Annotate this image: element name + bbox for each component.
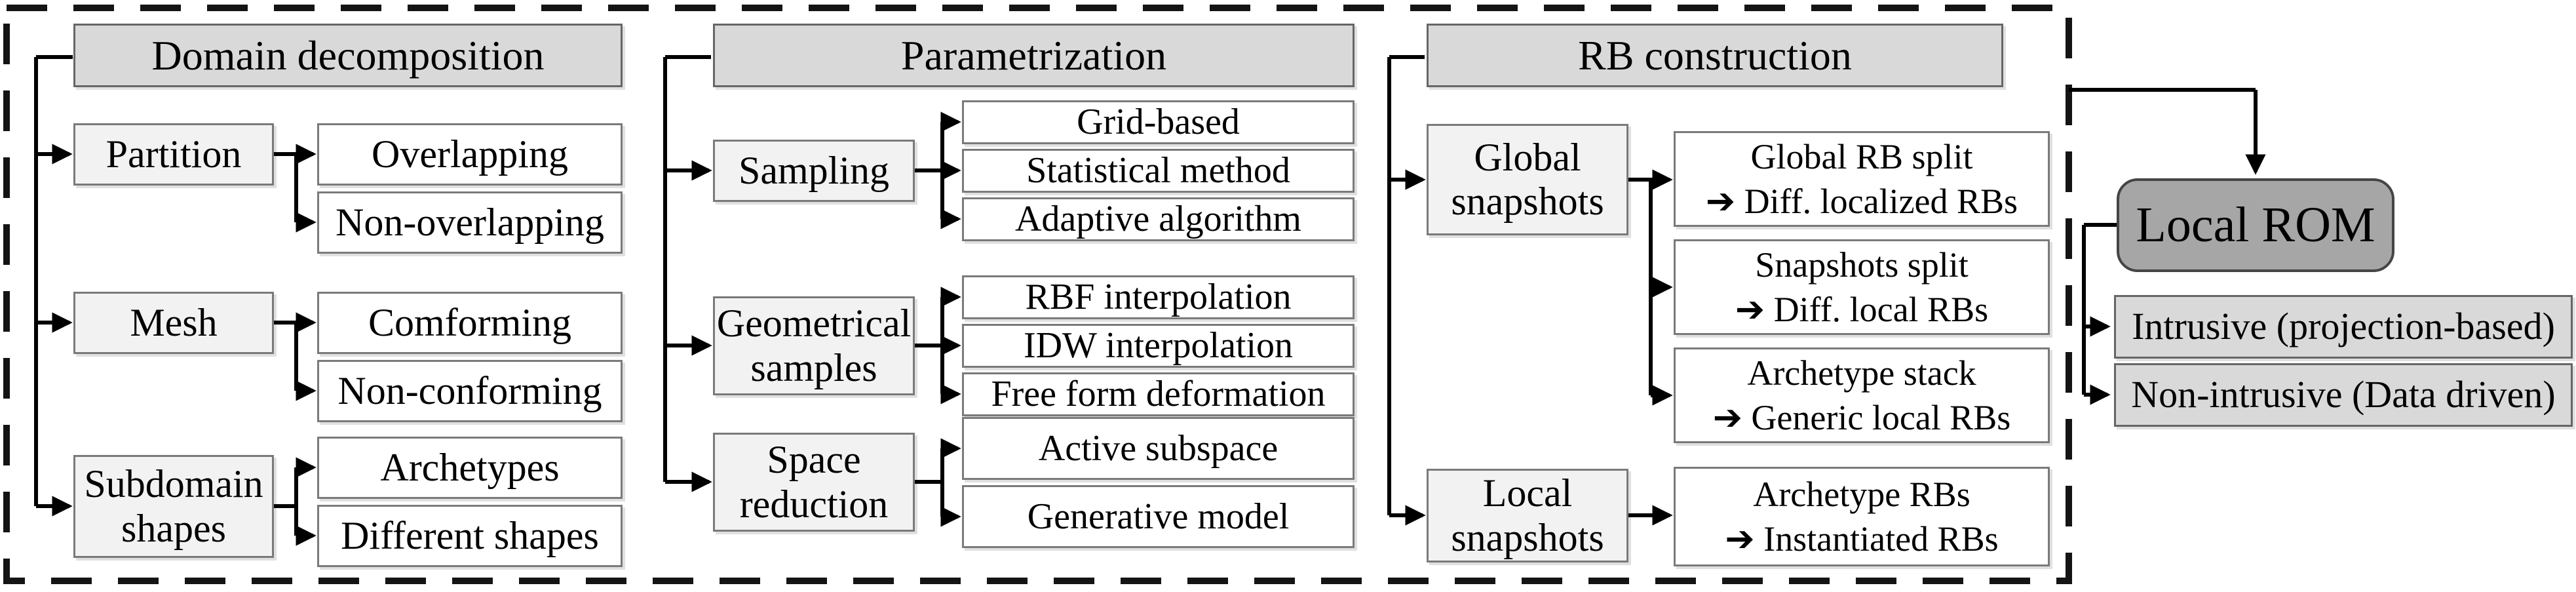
node-rbf-interpolation: RBF interpolation [962,275,1355,319]
branch-intrusive: Intrusive (projection-based) [2114,295,2573,359]
category-local-snapshots: Local snapshots [1427,469,1628,562]
branch-non-intrusive: Non-intrusive (Data driven) [2114,363,2573,427]
node-grid-based: Grid-based [962,100,1355,144]
node-archetype-stack: Archetype stack ➔ Generic local RBs [1674,347,2050,443]
node-line1: Global RB split [1750,137,1973,176]
node-adaptive-algorithm: Adaptive algorithm [962,197,1355,241]
node-snapshots-split: Snapshots split ➔ Diff. local RBs [1674,239,2050,335]
node-global-rb-split: Global RB split ➔ Diff. localized RBs [1674,131,2050,227]
category-global-snapshots: Global snapshots [1427,124,1628,235]
node-idw-interpolation: IDW interpolation [962,324,1355,368]
node-line1: Snapshots split [1755,245,1969,285]
dashed-border [3,5,2072,584]
column-header-rb-construction: RB construction [1427,24,2003,87]
node-active-subspace: Active subspace [962,417,1355,480]
node-free-form-deformation: Free form deformation [962,372,1355,416]
node-line2-arrow: ➔ Generic local RBs [1712,398,2011,437]
node-line2-arrow: ➔ Instantiated RBs [1725,519,1999,559]
node-statistical-method: Statistical method [962,149,1355,193]
node-different-shapes: Different shapes [317,505,623,567]
category-geometrical-samples: Geometrical samples [713,296,915,395]
node-generative-model: Generative model [962,485,1355,548]
node-archetype-rbs: Archetype RBs ➔ Instantiated RBs [1674,467,2050,566]
column-header-domain-decomposition: Domain decomposition [73,24,623,87]
node-line2-arrow: ➔ Diff. local RBs [1735,290,1989,329]
node-non-overlapping: Non-overlapping [317,191,623,254]
node-archetypes: Archetypes [317,437,623,499]
category-sampling: Sampling [713,140,915,202]
node-line2-arrow: ➔ Diff. localized RBs [1705,182,2018,221]
category-mesh: Mesh [73,292,274,354]
local-rom-node: Local ROM [2117,178,2394,272]
category-partition: Partition [73,123,274,186]
category-subdomain-shapes: Subdomain shapes [73,455,274,558]
node-non-conforming: Non-conforming [317,360,623,422]
column-header-parametrization: Parametrization [713,24,1355,87]
node-comforming: Comforming [317,292,623,354]
node-line1: Archetype stack [1747,353,1976,393]
node-line1: Archetype RBs [1753,475,1970,514]
node-overlapping: Overlapping [317,123,623,186]
category-space-reduction: Space reduction [713,433,915,532]
